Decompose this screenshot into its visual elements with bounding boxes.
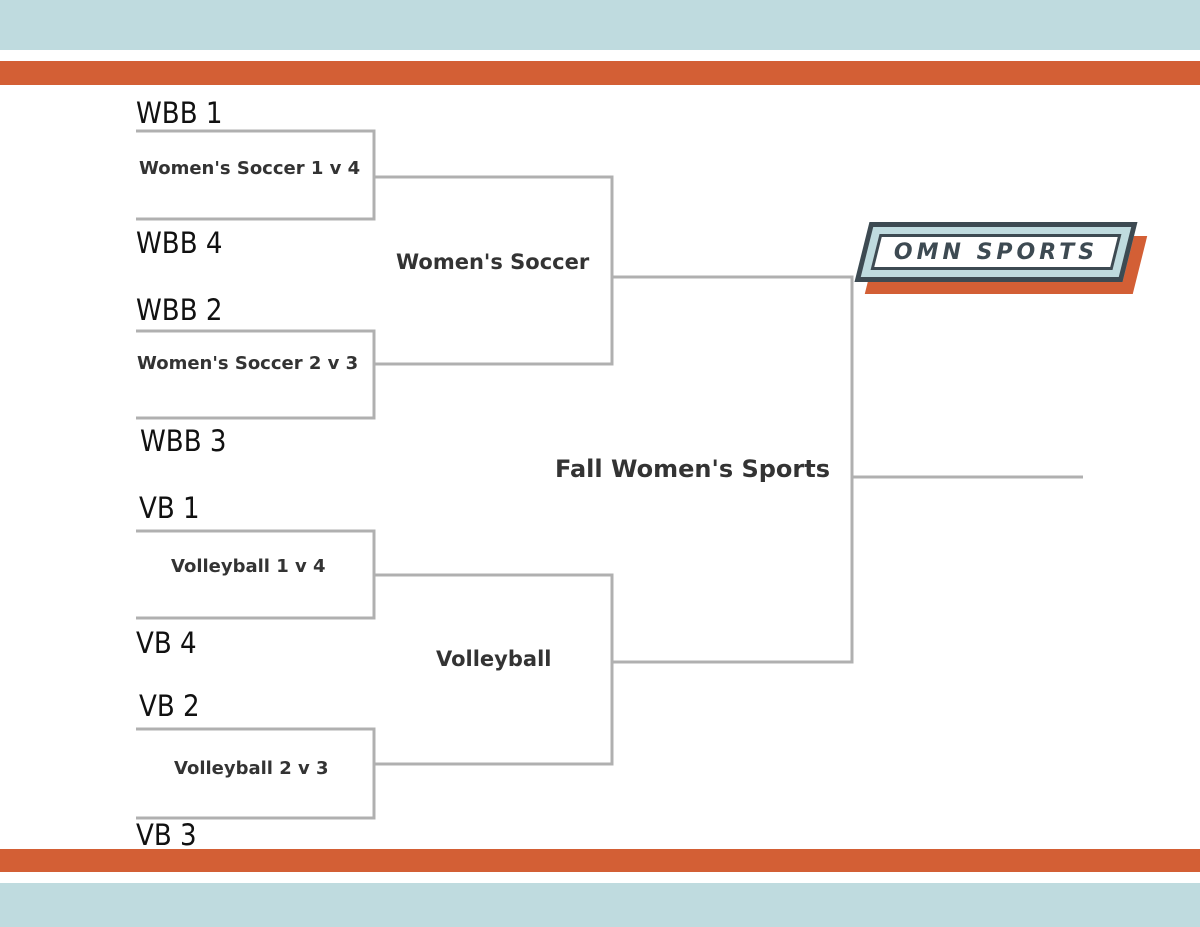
final-label: Fall Women's Sports (555, 455, 831, 483)
match-soccer-2v3: Women's Soccer 2 v 3 (137, 353, 359, 374)
team-wbb-4: WBB 4 (136, 226, 223, 260)
round-soccer: Women's Soccer (396, 250, 590, 274)
team-vb-4: VB 4 (136, 626, 197, 660)
top-blue-band (0, 0, 1200, 50)
bracket-volleyball-round (374, 573, 614, 766)
omn-sports-logo: OMN SPORTS (854, 222, 1158, 302)
bracket-volleyball-2v3 (136, 727, 376, 820)
team-vb-1: VB 1 (139, 491, 200, 525)
team-wbb-1: WBB 1 (136, 96, 223, 130)
team-wbb-2: WBB 2 (136, 293, 223, 327)
match-volleyball-1v4: Volleyball 1 v 4 (171, 556, 326, 577)
logo-text: OMN SPORTS (893, 239, 1099, 265)
bracket-final (612, 275, 854, 664)
bracket-soccer-round (374, 175, 614, 366)
match-volleyball-2v3: Volleyball 2 v 3 (174, 758, 329, 779)
bottom-blue-band (0, 883, 1200, 927)
top-orange-band (0, 61, 1200, 85)
bottom-orange-band (0, 849, 1200, 872)
bracket-soccer-1v4 (136, 129, 376, 221)
bracket-soccer-2v3 (136, 329, 376, 420)
team-wbb-3: WBB 3 (140, 424, 227, 458)
match-soccer-1v4: Women's Soccer 1 v 4 (139, 158, 361, 179)
team-vb-3: VB 3 (136, 818, 197, 852)
team-vb-2: VB 2 (139, 689, 200, 723)
bracket-line-group (136, 129, 1083, 820)
round-volleyball: Volleyball (436, 647, 552, 671)
